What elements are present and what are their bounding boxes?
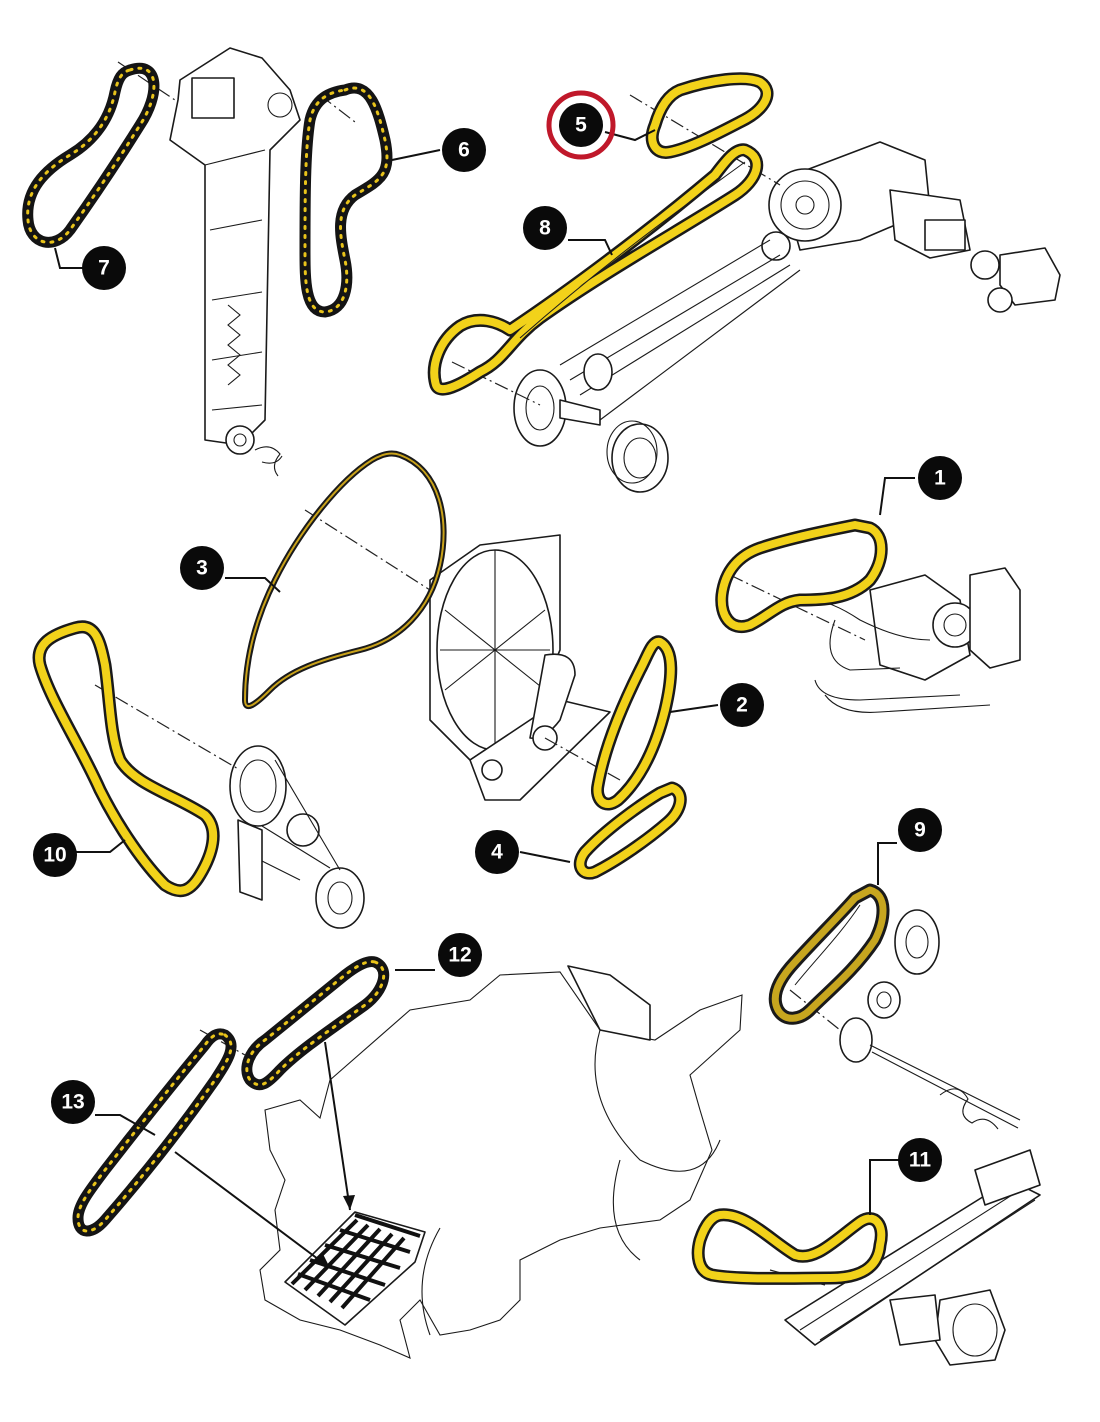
callout-10[interactable]: 10 bbox=[33, 833, 77, 877]
svg-text:7: 7 bbox=[98, 257, 110, 280]
frame-motor-drawing bbox=[784, 1149, 1041, 1366]
auger-drawing bbox=[839, 909, 1021, 1130]
machine-outlines bbox=[169, 47, 1061, 1366]
chain-13 bbox=[72, 1028, 237, 1237]
svg-text:2: 2 bbox=[736, 694, 748, 717]
callout-3[interactable]: 3 bbox=[180, 546, 224, 590]
chain-7 bbox=[22, 62, 160, 248]
hydraulic-unit-drawing bbox=[809, 567, 1021, 713]
callouts: 1 2 3 4 5 6 7 8 bbox=[33, 90, 962, 1182]
belt-8 bbox=[427, 143, 764, 396]
svg-text:6: 6 bbox=[458, 139, 470, 162]
svg-text:10: 10 bbox=[43, 844, 66, 867]
svg-text:9: 9 bbox=[914, 819, 926, 842]
svg-text:4: 4 bbox=[491, 841, 503, 864]
belt-2 bbox=[590, 635, 678, 811]
belt-5 bbox=[645, 72, 774, 159]
callout-9[interactable]: 9 bbox=[898, 808, 942, 852]
chain-6 bbox=[299, 82, 393, 318]
belt-11 bbox=[691, 1208, 888, 1285]
chain-12 bbox=[241, 956, 390, 1091]
callout-11[interactable]: 11 bbox=[898, 1138, 942, 1182]
callout-8[interactable]: 8 bbox=[523, 206, 567, 250]
callout-12[interactable]: 12 bbox=[438, 933, 482, 977]
svg-text:11: 11 bbox=[909, 1149, 932, 1172]
belts bbox=[32, 72, 888, 1285]
callout-13[interactable]: 13 bbox=[51, 1080, 95, 1124]
leader-lines bbox=[54, 129, 915, 1269]
belt-3 bbox=[242, 450, 447, 709]
belt-1 bbox=[715, 518, 888, 634]
dark-belts bbox=[242, 450, 890, 1025]
conveyor-grid-drawing bbox=[284, 1211, 426, 1326]
belt-10 bbox=[32, 620, 220, 898]
grain-elevator-drawing bbox=[169, 47, 301, 477]
svg-text:13: 13 bbox=[61, 1091, 84, 1114]
callout-7[interactable]: 7 bbox=[82, 246, 126, 290]
callout-5-selected[interactable]: 5 bbox=[546, 90, 616, 160]
callout-6[interactable]: 6 bbox=[442, 128, 486, 172]
fan-assembly-drawing bbox=[429, 534, 611, 801]
callout-4[interactable]: 4 bbox=[475, 830, 519, 874]
pulley-assembly-drawing bbox=[229, 745, 365, 929]
callout-1[interactable]: 1 bbox=[918, 456, 962, 500]
svg-text:3: 3 bbox=[196, 557, 208, 580]
svg-text:1: 1 bbox=[934, 467, 946, 490]
combine-outline-drawing bbox=[259, 965, 743, 1359]
drive-assembly-drawing bbox=[513, 141, 1061, 493]
svg-text:8: 8 bbox=[539, 217, 551, 240]
belt-9 bbox=[768, 883, 890, 1025]
belt-4 bbox=[573, 781, 687, 880]
chains bbox=[22, 62, 393, 1237]
callout-2[interactable]: 2 bbox=[720, 683, 764, 727]
svg-text:12: 12 bbox=[448, 944, 471, 967]
svg-text:5: 5 bbox=[575, 114, 587, 137]
